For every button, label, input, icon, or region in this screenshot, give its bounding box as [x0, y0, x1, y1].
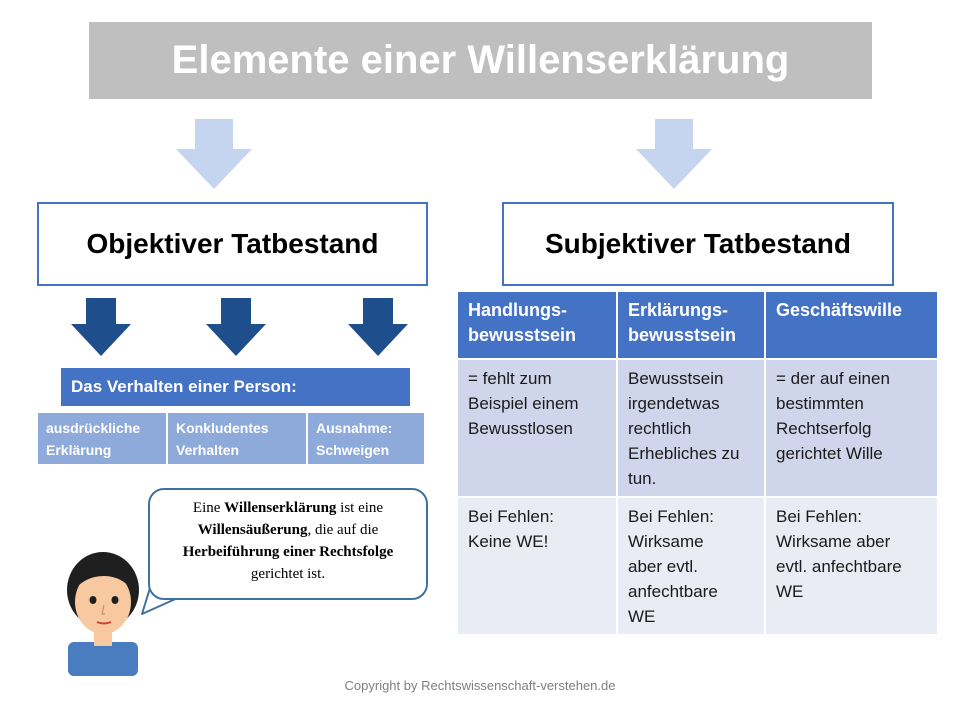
cell-line: rechtlich — [628, 419, 692, 438]
header-line: bewusstsein — [468, 325, 577, 345]
arrow-down-icon-subjective — [636, 119, 712, 189]
speech-bold: Willensäußerung — [197, 522, 308, 538]
cell-line: tun. — [628, 469, 657, 488]
table-cell-definition: = fehlt zum Beispiel einem Bewusstlosen — [458, 360, 616, 496]
cell-line: gerichtet Wille — [776, 444, 883, 463]
type-box-implied: Konkludentes Verhalten — [168, 413, 306, 464]
type-line: Erklärung — [46, 442, 112, 458]
table-cell-missing: Bei Fehlen: Wirksame aber evtl. anfechtb… — [618, 498, 764, 634]
header-line: Geschäftswille — [776, 300, 903, 320]
speech-text: ist eine — [336, 500, 384, 516]
page-title: Elemente einer Willenserklärung — [171, 38, 790, 82]
cell-line: Wirksame aber — [776, 532, 891, 551]
speech-text: gerichtet ist. — [250, 566, 326, 582]
type-line: Verhalten — [176, 442, 240, 458]
table-cell-definition: = der auf einen bestimmten Rechtserfolg … — [766, 360, 937, 496]
type-line: Ausnahme: — [316, 420, 393, 436]
behavior-label: Das Verhalten einer Person: — [61, 368, 410, 406]
cell-line: Erhebliches zu — [628, 444, 740, 463]
cell-line: WE — [776, 582, 804, 601]
table-cell-missing: Bei Fehlen: Keine WE! — [458, 498, 616, 634]
title-bar: Elemente einer Willenserklärung — [89, 22, 872, 99]
cell-line: Rechtserfolg — [776, 419, 872, 438]
header-line: bewusstsein — [628, 325, 737, 345]
table-cell-missing: Bei Fehlen: Wirksame aber evtl. anfechtb… — [766, 498, 937, 634]
speech-text: Eine — [192, 500, 225, 516]
cell-line: Bei Fehlen: — [628, 507, 714, 526]
cell-line: aber evtl. — [628, 557, 698, 576]
cell-line: evtl. anfechtbare — [776, 557, 902, 576]
cell-line: irgendetwas — [628, 394, 720, 413]
cell-line: WE — [628, 607, 656, 626]
cell-line: Keine WE! — [468, 532, 549, 551]
behavior-label-text: Das Verhalten einer Person: — [71, 377, 297, 396]
cell-line: = fehlt zum — [468, 369, 552, 388]
header-line: Erklärungs- — [628, 300, 729, 320]
cell-line: = der auf einen — [776, 369, 890, 388]
type-line: Schweigen — [316, 442, 390, 458]
cell-line: Bei Fehlen: — [468, 507, 554, 526]
type-box-silence: Ausnahme: Schweigen — [308, 413, 424, 464]
table-cell-definition: Bewusstsein irgendetwas rechtlich Erhebl… — [618, 360, 764, 496]
table-header-cell: Geschäftswille — [766, 292, 937, 358]
arrow-down-icon-objective — [176, 119, 252, 189]
copyright-text: Copyright by Rechtswissenschaft-verstehe… — [344, 678, 616, 693]
person-avatar — [67, 552, 139, 676]
arrow-down-icon-dark-1 — [71, 298, 131, 356]
cell-line: Bewusstsein — [628, 369, 724, 388]
cell-line: Wirksame — [628, 532, 704, 551]
speech-bold: Willenserklärung — [224, 500, 337, 516]
arrow-down-icon-dark-2 — [206, 298, 266, 356]
cell-line: Bei Fehlen: — [776, 507, 862, 526]
speech-bubble: Eine Willenserklärung ist eine Willensäu… — [148, 488, 428, 600]
speech-bold: Herbeiführung einer Rechtsfolge — [182, 544, 394, 560]
type-line: ausdrückliche — [46, 420, 141, 436]
type-box-explicit: ausdrückliche Erklärung — [38, 413, 166, 464]
type-line: Konkludentes — [176, 420, 269, 436]
subjective-heading: Subjektiver Tatbestand — [544, 228, 851, 259]
speech-text: , die auf die — [307, 522, 379, 538]
table-header-cell: Erklärungs- bewusstsein — [618, 292, 764, 358]
cell-line: bestimmten — [776, 394, 864, 413]
arrow-down-icon-dark-3 — [348, 298, 408, 356]
cell-line: anfechtbare — [628, 582, 718, 601]
subjective-heading-box: Subjektiver Tatbestand — [502, 202, 894, 286]
header-line: Handlungs- — [468, 300, 567, 320]
objective-heading: Objektiver Tatbestand — [86, 228, 379, 259]
table-header-cell: Handlungs- bewusstsein — [458, 292, 616, 358]
objective-heading-box: Objektiver Tatbestand — [37, 202, 428, 286]
cell-line: Beispiel einem — [468, 394, 579, 413]
cell-line: Bewusstlosen — [468, 419, 573, 438]
